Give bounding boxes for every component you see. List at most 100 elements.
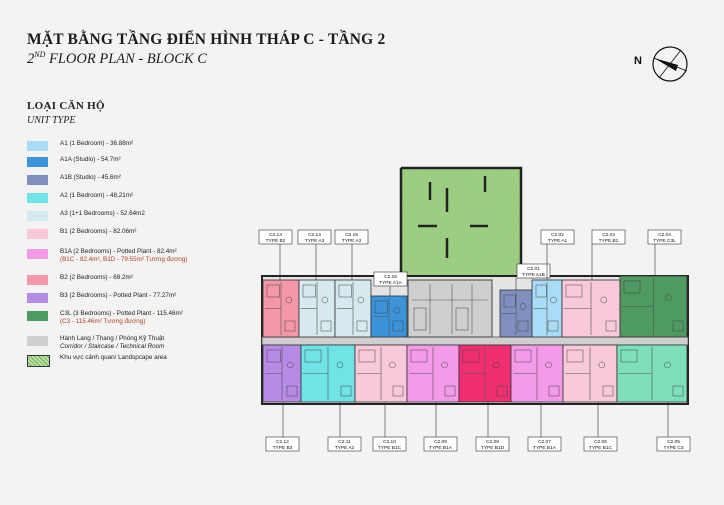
- legend-label: A1 (1 Bedroom) - 36.88m²: [60, 140, 134, 147]
- unit-c2-09[interactable]: [406, 344, 460, 403]
- unit-type: TYPE A3: [305, 238, 325, 244]
- unit-c2-13[interactable]: [262, 279, 300, 338]
- unit-type: TYPE B1C: [378, 445, 402, 451]
- plan-title-en-rest: FLOOR PLAN - BLOCK C: [45, 50, 207, 67]
- legend-label: B1 (2 Bedrooms) - 82.06m²: [60, 228, 137, 235]
- plan-title-vi: MẶT BẰNG TẦNG ĐIỂN HÌNH THÁP C - TẦNG 2: [27, 31, 386, 48]
- legend-swatch: [27, 293, 48, 303]
- unit-code: C2.11: [338, 439, 351, 445]
- unit-c2-02[interactable]: [531, 279, 563, 338]
- unit-code: C2.12: [276, 439, 289, 445]
- legend-swatch: [27, 336, 48, 346]
- legend-label: A1B (Studio) - 45.6m²: [60, 174, 121, 181]
- north-compass-icon: N: [634, 46, 688, 82]
- legend-swatch: [27, 193, 48, 203]
- unit-code: C2.16: [384, 274, 397, 280]
- unit-c2-08[interactable]: [458, 344, 512, 403]
- unit-code: C2.01: [527, 266, 540, 272]
- legend-label: B2 (2 Bedrooms) - 68.2m²: [60, 274, 133, 281]
- unit-c2-16[interactable]: [370, 295, 408, 338]
- unit-c2-12[interactable]: [262, 344, 302, 403]
- plan-title-en: 2ND FLOOR PLAN - BLOCK C: [27, 50, 207, 68]
- unit-code: C2.08: [486, 439, 499, 445]
- unit-type: TYPE A2: [335, 445, 355, 451]
- unit-type: TYPE A3: [342, 238, 362, 244]
- corridor: [261, 336, 689, 346]
- unit-code: C2.10: [383, 439, 396, 445]
- unit-type: TYPE C3L: [653, 238, 676, 244]
- legend-swatch: [27, 157, 48, 167]
- unit-type: TYPE B3: [273, 445, 293, 451]
- legend-swatch: [27, 355, 50, 367]
- legend-label: A3 (1+1 Bedrooms) - 52.64m2: [60, 210, 145, 217]
- legend-label: B1A (2 Bedrooms) - Potted Plant - 82.4m²…: [60, 248, 188, 263]
- legend-label: A2 (1 Bedroom) - 48.21m²: [60, 192, 134, 199]
- unit-c2-07[interactable]: [510, 344, 564, 403]
- unit-c2-01[interactable]: [499, 289, 533, 338]
- unit-c2-14[interactable]: [298, 279, 336, 338]
- legend-swatch: [27, 175, 48, 185]
- legend-label: B3 (2 Bedrooms) - Potted Plant - 77.27m²: [60, 292, 177, 299]
- unit-code: C2.14: [308, 232, 321, 238]
- unit-type-heading-vi: LOẠI CĂN HỘ: [27, 100, 105, 112]
- unit-code: C2.15: [345, 232, 358, 238]
- unit-type: TYPE B1D: [481, 445, 505, 451]
- compass-north-label: N: [634, 55, 642, 67]
- legend-swatch: [27, 275, 48, 285]
- unit-c2-04[interactable]: [619, 275, 688, 338]
- unit-code: C2.03: [602, 232, 615, 238]
- legend-swatch: [27, 141, 48, 151]
- legend-swatch: [27, 249, 48, 259]
- unit-c2-10[interactable]: [354, 344, 408, 403]
- legend-label: A1A (Studio) - 54.7m²: [60, 156, 121, 163]
- floor-ordinal: ND: [34, 50, 46, 59]
- unit-type: TYPE C3: [664, 445, 684, 451]
- legend-label: C3L (3 Bedrooms) - Potted Plant - 115.46…: [60, 310, 183, 325]
- unit-code: C2.04: [658, 232, 671, 238]
- unit-type: TYPE A1A: [379, 280, 402, 286]
- unit-c2-11[interactable]: [300, 344, 356, 403]
- unit-code: C2.09: [434, 439, 447, 445]
- unit-c2-06[interactable]: [562, 344, 618, 403]
- unit-c2-15[interactable]: [334, 279, 372, 338]
- legend-swatch: [27, 229, 48, 239]
- unit-type: TYPE A1B: [522, 272, 545, 278]
- unit-code: C2.07: [538, 439, 551, 445]
- unit-code: C2.02: [551, 232, 564, 238]
- unit-type: TYPE B1C: [589, 445, 613, 451]
- unit-code: C2.06: [594, 439, 607, 445]
- unit-type: TYPE B2: [266, 238, 286, 244]
- unit-type: TYPE B1A: [429, 445, 453, 451]
- unit-c2-03[interactable]: [561, 279, 621, 338]
- unit-type: TYPE B1: [599, 238, 619, 244]
- legend-swatch: [27, 211, 48, 221]
- unit-c2-05[interactable]: [616, 344, 688, 403]
- unit-type: TYPE B1A: [533, 445, 557, 451]
- unit-code: C2.13: [269, 232, 282, 238]
- legend-swatch: [27, 311, 48, 321]
- unit-type-heading-en: UNIT TYPE: [27, 115, 76, 126]
- floor-number: 2: [27, 50, 35, 67]
- unit-type: TYPE A1: [548, 238, 568, 244]
- unit-code: C2.05: [667, 439, 680, 445]
- legend-label: Khu vực cảnh quan/ Landspcape area: [60, 354, 167, 361]
- core-stair-lift: [407, 279, 493, 338]
